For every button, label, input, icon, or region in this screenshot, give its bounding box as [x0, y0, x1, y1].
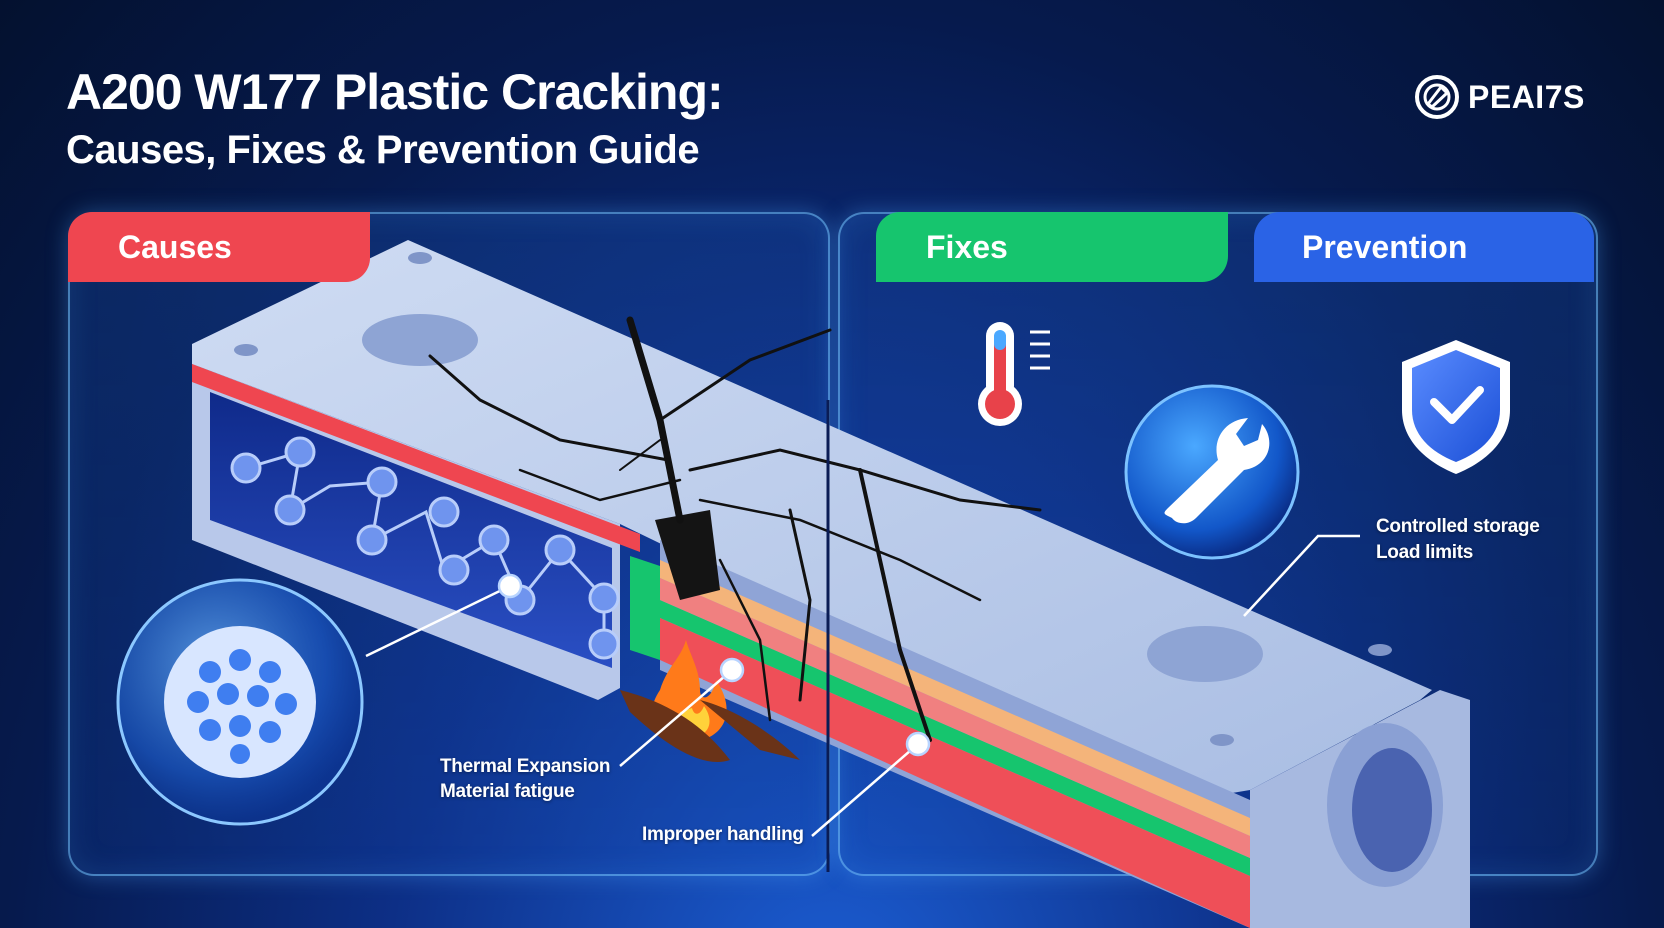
label-improper-handling: Improper handling [642, 824, 804, 845]
callout-connectors [365, 534, 1360, 837]
tab-prevention[interactable]: Prevention [1254, 212, 1594, 282]
microbe-sphere-icon [116, 578, 364, 826]
label-material-fatigue: Material fatigue [440, 781, 575, 802]
brand-logo: PEAI7S [1414, 74, 1585, 120]
thermometer-icon [978, 322, 1050, 426]
wrench-icon [1124, 384, 1300, 560]
tab-causes[interactable]: Causes [68, 212, 370, 282]
shield-check-icon [1402, 340, 1510, 474]
page-subtitle: Causes, Fixes & Prevention Guide [66, 128, 700, 172]
label-controlled-storage: Controlled storage [1376, 516, 1540, 537]
label-thermal-expansion: Thermal Expansion [440, 756, 611, 777]
label-load-limits: Load limits [1376, 542, 1473, 563]
page-title: A200 W177 Plastic Cracking: [66, 64, 724, 120]
fire-icon [620, 640, 800, 762]
crack-lines [428, 316, 1042, 742]
brand-name: PEAI7S [1468, 78, 1585, 115]
molecule-chain-icon [230, 436, 620, 660]
plastic-housing [192, 240, 1470, 928]
tab-fixes[interactable]: Fixes [876, 212, 1228, 282]
brand-logo-icon [1415, 75, 1459, 119]
